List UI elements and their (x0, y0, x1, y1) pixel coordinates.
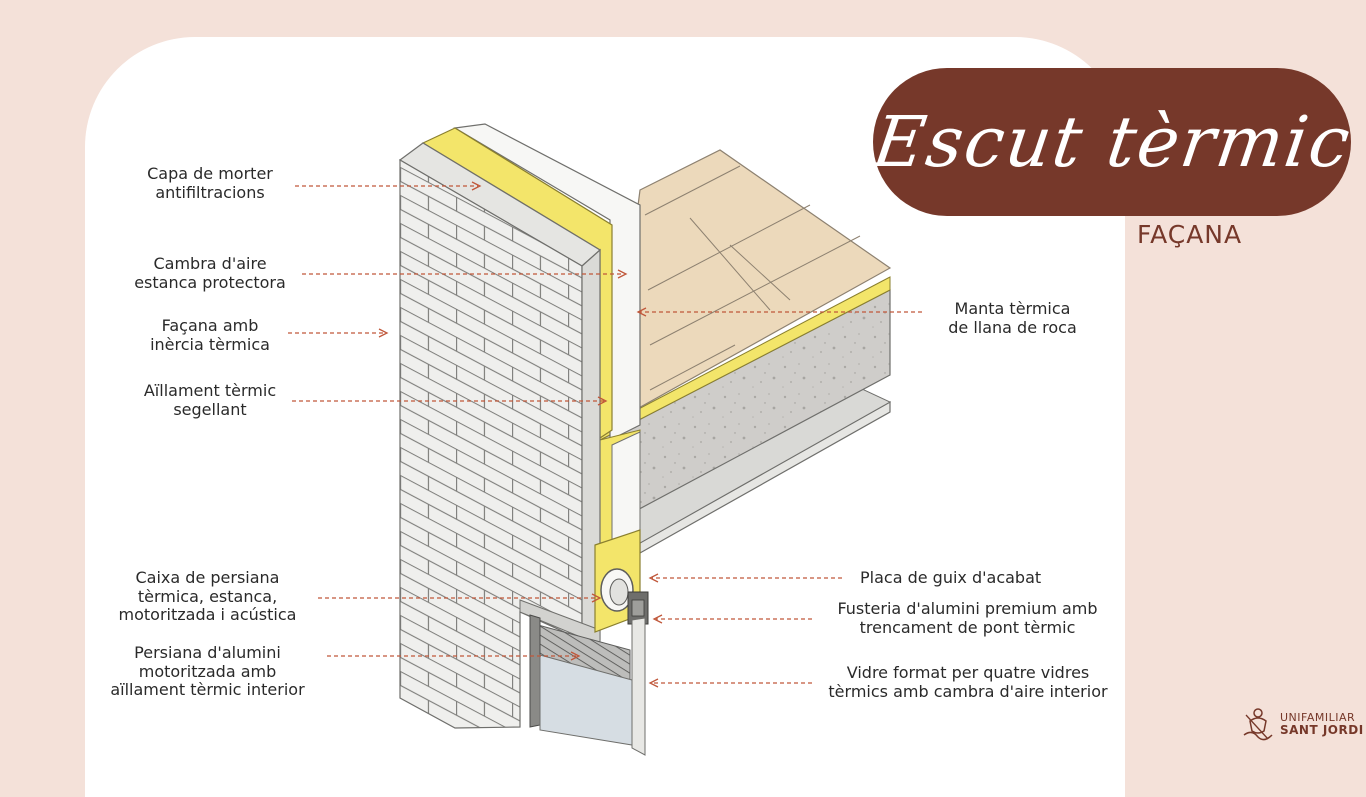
label-vidre-format: Vidre format per quatre vidres tèrmics a… (828, 663, 1108, 701)
floor-joint (647, 204, 811, 291)
shutter-guide (529, 614, 541, 728)
floor-joint (689, 217, 771, 311)
label-placa-guix: Placa de guix d'acabat (860, 568, 1042, 587)
page-title: Escut tèrmic (867, 101, 1357, 183)
title-badge: Escut tèrmic (868, 68, 1356, 216)
frame-cap (631, 599, 645, 617)
label-facana-inercia: Façana amb inèrcia tèrmica (150, 316, 270, 354)
label-fusteria-alumini: Fusteria d'alumini premium amb trencamen… (837, 599, 1098, 637)
label-capa-morter: Capa de morter antifiltracions (147, 164, 273, 202)
air-chamber-panel (453, 123, 641, 441)
saint-george-icon (1243, 708, 1273, 741)
logo-line1: UNIFAMILIAR (1280, 711, 1356, 724)
brand-logo: UNIFAMILIAR SANT JORDI (1240, 705, 1364, 743)
floor-joint (649, 235, 861, 346)
label-aillament-segellant: Aïllament tèrmic segellant (143, 381, 277, 419)
label-cambra-aire: Cambra d'aire estanca protectora (134, 254, 286, 292)
floor-joint (649, 344, 736, 391)
logo-line2: SANT JORDI (1280, 723, 1364, 737)
right-arrows (636, 307, 922, 688)
page-subtitle: FAÇANA (1137, 220, 1243, 249)
shutter-roll-inner (609, 578, 629, 606)
label-manta-termica: Manta tèrmica de llana de roca (948, 299, 1077, 337)
label-persiana-alumini: Persiana d'alumini motoritzada amb aïlla… (110, 643, 305, 699)
label-caixa-persiana: Caixa de persiana tèrmica, estanca, moto… (118, 568, 297, 624)
floor-joint (644, 165, 741, 216)
floor-joint (729, 244, 791, 301)
facade-section-diagram (288, 123, 922, 756)
window-jamb (631, 617, 646, 756)
left-arrows (288, 181, 628, 661)
